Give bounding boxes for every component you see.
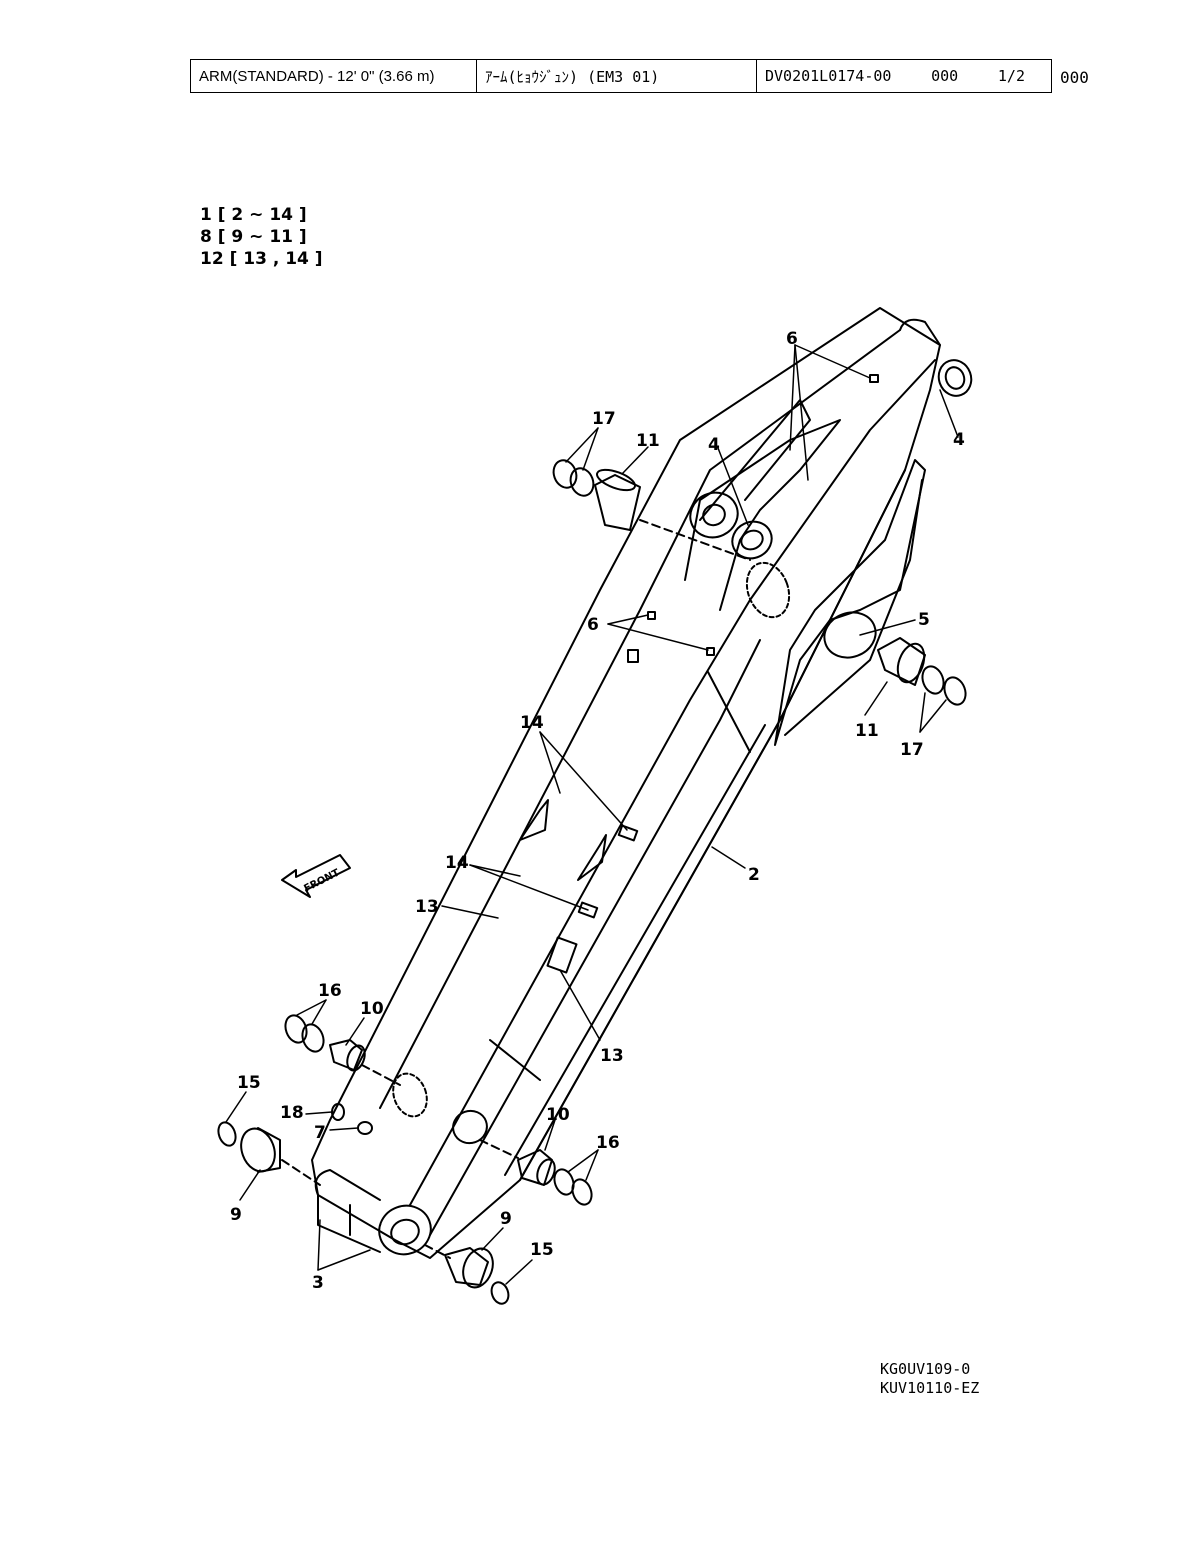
- callout-9a: 9: [230, 1205, 242, 1225]
- callout-7: 7: [314, 1123, 326, 1143]
- reference-code-1: KG0UV109-0: [880, 1360, 971, 1378]
- callout-3: 3: [312, 1273, 324, 1293]
- outside-revision: 000: [1060, 68, 1089, 87]
- assembly-line-2: 8 [ 9 ~ 11 ]: [200, 227, 307, 247]
- assembly-list: 1 [ 2 ~ 14 ] 8 [ 9 ~ 11 ] 12 [ 13 , 14 ]: [200, 204, 323, 270]
- reference-codes: KG0UV109-0 KUV10110-EZ: [880, 1360, 979, 1398]
- callout-15b: 15: [530, 1240, 554, 1260]
- arm-body: [311, 307, 973, 1259]
- callout-4a: 4: [708, 435, 720, 455]
- callout-labels: 6 17 11 4 4 6 5 11 17 14 14 13 2 16 10 1…: [230, 329, 965, 1293]
- doc-number: DV0201L0174-00: [765, 67, 892, 85]
- reference-code-2: KUV10110-EZ: [880, 1379, 980, 1397]
- title-english: ARM(STANDARD) - 12' 0" (3.66 m): [191, 60, 477, 92]
- callout-17a: 17: [592, 409, 616, 429]
- title-block: ARM(STANDARD) - 12' 0" (3.66 m) ｱｰﾑ(ﾋｮｳｼ…: [190, 59, 1052, 93]
- callout-4b: 4: [953, 430, 965, 450]
- leader-lines: [225, 344, 959, 1285]
- callout-13a: 13: [415, 897, 439, 917]
- title-japanese: ｱｰﾑ(ﾋｮｳｼﾞｭﾝ) (EM3 01): [477, 60, 757, 92]
- doc-info: DV0201L0174-00 000 1/2: [757, 60, 1051, 92]
- front-arrow: FRONT: [281, 854, 351, 898]
- callout-6a: 6: [786, 329, 798, 349]
- callout-6b: 6: [587, 615, 599, 635]
- callout-14a: 14: [520, 713, 544, 733]
- callout-14b: 14: [445, 853, 469, 873]
- assembly-line-3: 12 [ 13 , 14 ]: [200, 249, 323, 269]
- callout-2: 2: [748, 865, 760, 885]
- callout-18: 18: [280, 1103, 304, 1123]
- callout-13b: 13: [600, 1046, 624, 1066]
- callout-15a: 15: [237, 1073, 261, 1093]
- callout-10b: 10: [546, 1105, 570, 1125]
- callout-9b: 9: [500, 1209, 512, 1229]
- callout-16b: 16: [596, 1133, 620, 1153]
- callout-10a: 10: [360, 999, 384, 1019]
- callout-11b: 11: [855, 721, 879, 741]
- assembly-line-1: 1 [ 2 ~ 14 ]: [200, 205, 307, 225]
- callout-5: 5: [918, 610, 930, 630]
- doc-sheet: 1/2: [997, 67, 1025, 85]
- callout-11a: 11: [636, 431, 660, 451]
- doc-revision: 000: [931, 67, 959, 85]
- callout-16a: 16: [318, 981, 342, 1001]
- loose-parts: [217, 459, 967, 1305]
- callout-17b: 17: [900, 740, 924, 760]
